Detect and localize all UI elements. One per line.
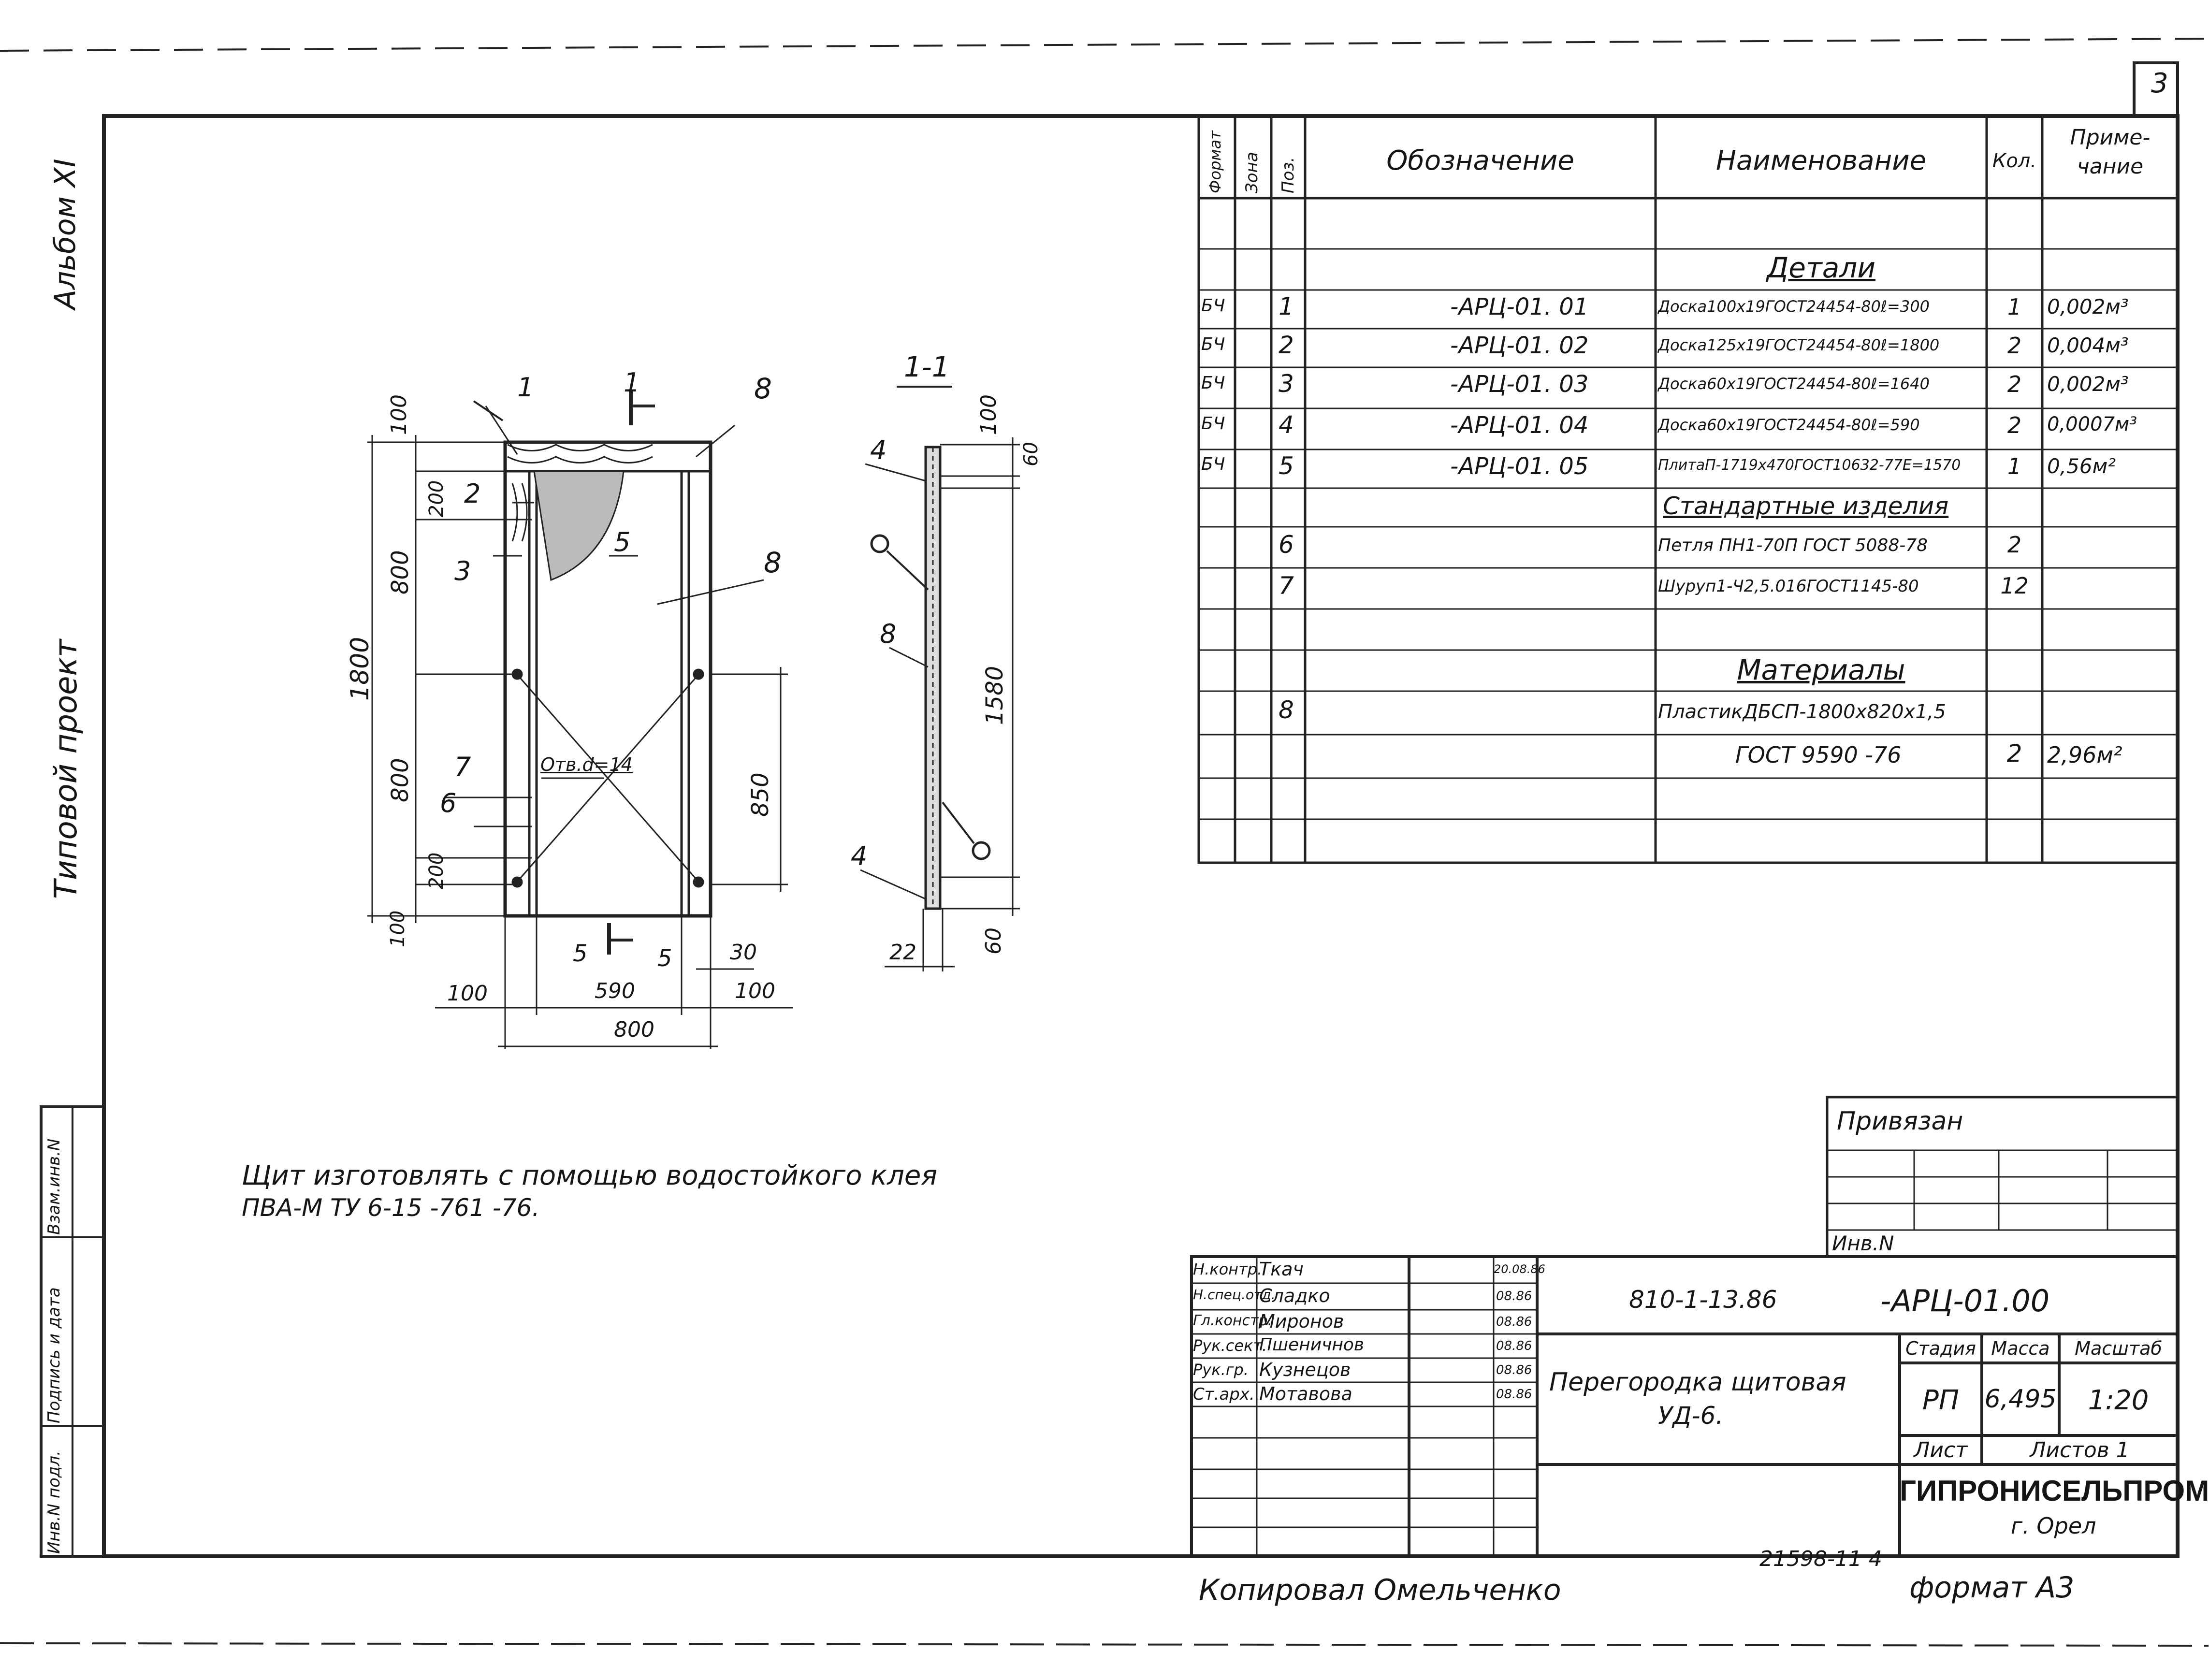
project-label: Типовой проект: [48, 639, 84, 899]
org-city: г. Орел: [2011, 1513, 2096, 1539]
note-line-1: Щит изготовлять с помощью водостойкого к…: [242, 1160, 938, 1191]
section-details: Детали: [1766, 251, 1876, 284]
podpis-data-label: Подпись и дата: [44, 1287, 64, 1423]
section-standard: Стандартные изделия: [1663, 492, 1949, 520]
header-format: Формат: [1206, 130, 1224, 193]
header-poz: Поз.: [1279, 157, 1298, 193]
note-line-2: ПВА-М ТУ 6-15 -761 -76.: [242, 1194, 540, 1222]
header-oboznachenie: Обозначение: [1386, 145, 1574, 176]
stadiya-label: Стадия: [1905, 1338, 1976, 1359]
doc-code: 810-1-13.86: [1629, 1286, 1777, 1314]
archive-number: 21598-11 4: [1759, 1547, 1882, 1571]
masshtab-label: Масштаб: [2075, 1338, 2162, 1359]
listov-label: Листов 1: [2030, 1438, 2130, 1463]
sheet-format: формат А3: [1909, 1571, 2075, 1605]
scan-edge-top: [0, 38, 2209, 52]
title-block-grid: [1190, 1255, 2179, 1558]
scan-edge-bottom: [0, 1642, 2209, 1647]
massa-label: Масса: [1991, 1338, 2050, 1359]
stadiya-value: РП: [1922, 1385, 1959, 1416]
doc-title-line-1: Перегородка щитовая: [1549, 1368, 1846, 1397]
doc-title-line-2: УД-6.: [1658, 1402, 1724, 1430]
binding-privyazan: Привязан: [1837, 1107, 1963, 1136]
doc-number: -АРЦ-01.00: [1880, 1283, 2050, 1318]
spec-table-grid: [1197, 115, 2179, 864]
section-materials: Материалы: [1737, 653, 1905, 686]
album-label: Альбом XI: [48, 159, 82, 309]
section-title: 1-1: [904, 350, 950, 383]
header-primechanie: Приме- чание: [2070, 125, 2151, 179]
header-zona: Зона: [1242, 152, 1262, 193]
header-kol: Кол.: [1992, 150, 2037, 172]
header-naimenovanie: Наименование: [1715, 145, 1927, 176]
copied-by: Копировал Омельченко: [1199, 1573, 1561, 1607]
sheet-number: 3: [2151, 68, 2168, 99]
masshtab-value: 1:20: [2088, 1385, 2149, 1416]
massa-value: 6,495: [1984, 1385, 2057, 1414]
inv-no-podl-label: Инв.N подл.: [44, 1450, 64, 1554]
org-name: ГИПРОНИСЕЛЬПРОМ: [1900, 1475, 2209, 1507]
list-label: Лист: [1914, 1438, 1968, 1463]
panel-drawing: [367, 391, 793, 1049]
binding-inv: Инв.N: [1832, 1231, 1894, 1255]
hole-label: Отв.d=14: [540, 754, 633, 775]
section-drawing: [860, 386, 1020, 971]
vzam-inv-label: Взам.инв.N: [44, 1138, 64, 1235]
